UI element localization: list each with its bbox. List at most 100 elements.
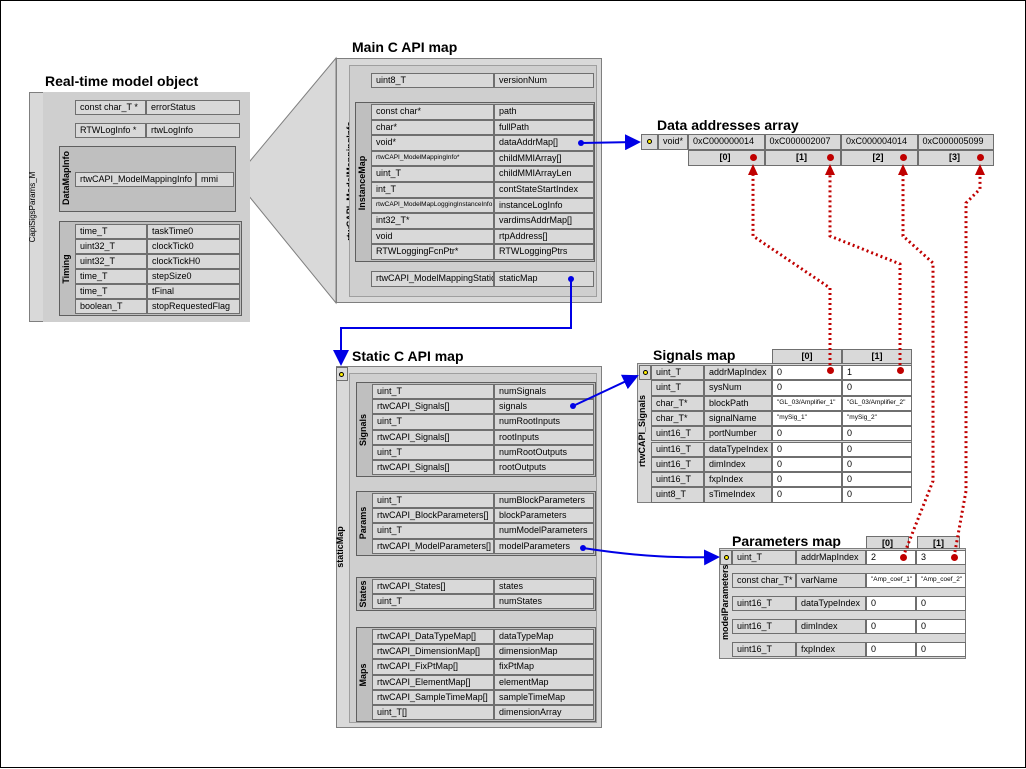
data-addr-value: 0xC000004014 <box>841 134 918 150</box>
static-field-name: blockParameters <box>494 508 594 524</box>
mmi-field[interactable]: mmi <box>196 172 234 187</box>
data-addr-value: 0xC000000014 <box>688 134 765 150</box>
params-value-0: 2 <box>866 550 916 565</box>
static-field-name: numModelParameters <box>494 523 594 539</box>
timing-field-type: time_T <box>75 284 147 299</box>
static-field-name: elementMap <box>494 674 594 690</box>
signal-addr-dot-0 <box>827 367 834 374</box>
arrow-staticmap <box>333 276 574 366</box>
instance-field-type: rtwCAPI_ModelMappingInfo* <box>371 150 494 167</box>
params-field-name: addrMapIndex <box>796 550 866 565</box>
signals-marker <box>643 370 648 375</box>
data-addr-value: 0xC000005099 <box>917 134 994 150</box>
params-value-0: 0 <box>866 642 916 657</box>
timing-field-name: clockTick0 <box>147 239 240 254</box>
instance-field-type: int32_T* <box>371 213 494 229</box>
arrow-modelparameters <box>580 545 720 566</box>
static-field-name: numRootInputs <box>494 414 594 430</box>
timing-field-name: clockTickH0 <box>147 254 240 269</box>
timing-field-type: time_T <box>75 224 147 239</box>
params-value-1: "Amp_coef_2" <box>916 573 966 588</box>
static-field-type: rtwCAPI_ElementMap[] <box>372 674 494 690</box>
signals-field-name: blockPath <box>704 395 772 411</box>
signals-map-title: Signals map <box>653 347 736 363</box>
instance-field-name: childMMIArray[] <box>494 150 594 167</box>
version-name: versionNum <box>494 73 594 88</box>
rtm-field-name: rtwLogInfo <box>146 123 240 138</box>
static-field-name: fixPtMap <box>494 659 594 675</box>
data-addr-index-cell <box>841 150 918 166</box>
data-addr-index-cell <box>917 150 994 166</box>
signals-value-1: 0 <box>842 472 912 488</box>
addr-dot-3 <box>977 154 984 161</box>
signals-value-0: "GL_03/Amplifier_1" <box>772 395 842 411</box>
addr-dot-1 <box>827 154 834 161</box>
static-field-name[interactable]: signals <box>494 399 594 415</box>
signals-value-1: 0 <box>842 487 912 503</box>
static-field-type: rtwCAPI_Signals[] <box>372 399 494 415</box>
signals-value-1: 0 <box>842 380 912 396</box>
signals-value-0: 0 <box>772 472 842 488</box>
rtm-field-type: const char_T * <box>75 100 146 115</box>
static-field-name: dimensionMap <box>494 644 594 660</box>
params-value-0: 0 <box>866 619 916 634</box>
link-param-1 <box>952 171 982 558</box>
params-value-1: 0 <box>916 642 966 657</box>
data-addr-index: [3] <box>949 152 960 162</box>
signals-value-0: "mySig_1" <box>772 410 842 427</box>
signals-value-1: 1 <box>842 365 912 381</box>
instance-field-name: rtpAddress[] <box>494 228 594 245</box>
signals-field-type: uint_T <box>651 365 704 381</box>
static-field-type: uint_T <box>372 384 494 400</box>
signals-field-name: fxpIndex <box>704 472 772 488</box>
instance-field-type: const char* <box>371 104 494 120</box>
signals-value-1: 0 <box>842 426 912 442</box>
signals-field-name: sTimeIndex <box>704 487 772 503</box>
signals-field-type: uint8_T <box>651 487 704 503</box>
params-field-type: uint16_T <box>732 596 796 611</box>
data-addr-marker <box>647 139 652 144</box>
link-signal-1 <box>828 171 902 370</box>
static-field-type: rtwCAPI_DimensionMap[] <box>372 644 494 660</box>
instance-field-name: childMMIArrayLen <box>494 166 594 182</box>
instance-field-name: RTWLoggingPtrs <box>494 244 594 260</box>
static-field-type: rtwCAPI_SampleTimeMap[] <box>372 689 494 705</box>
signals-field-name: dataTypeIndex <box>704 441 772 457</box>
static-field-name[interactable]: modelParameters <box>494 538 594 554</box>
signals-value-1: 0 <box>842 456 912 473</box>
instance-field-type: void* <box>371 135 494 151</box>
staticmap-type: rtwCAPI_ModelMappingStaticInf <box>371 271 494 287</box>
static-field-type: rtwCAPI_BlockParameters[] <box>372 508 494 524</box>
signals-value-0: 0 <box>772 487 842 503</box>
static-marker <box>339 372 344 377</box>
signals-field-name: dimIndex <box>704 456 772 473</box>
signals-value-0: 0 <box>772 426 842 442</box>
static-field-type: uint_T <box>372 594 494 610</box>
static-field-type: rtwCAPI_States[] <box>372 579 494 595</box>
signals-value-1: "mySig_2" <box>842 410 912 427</box>
signals-field-type: uint16_T <box>651 472 704 488</box>
signals-field-name: signalName <box>704 410 772 427</box>
staticmap-field[interactable]: staticMap <box>494 271 594 287</box>
signals-value-1: 0 <box>842 441 912 457</box>
instance-field-type: void <box>371 228 494 245</box>
params-value-1: 3 <box>916 550 966 565</box>
static-field-name: sampleTimeMap <box>494 689 594 705</box>
timing-field-type: boolean_T <box>75 299 147 314</box>
params-field-type: uint_T <box>732 550 796 565</box>
signals-value-0: 0 <box>772 441 842 457</box>
instance-field-name: contStateStartIndex <box>494 182 594 198</box>
data-addr-index-cell <box>764 150 841 166</box>
instance-field-type: char* <box>371 119 494 136</box>
static-field-name: rootInputs <box>494 429 594 445</box>
signals-field-type: uint16_T <box>651 426 704 442</box>
params-value-1: 0 <box>916 619 966 634</box>
timing-field-name: stepSize0 <box>147 269 240 284</box>
signals-field-type: char_T* <box>651 410 704 427</box>
signals-field-type: uint_T <box>651 380 704 396</box>
static-field-name: numSignals <box>494 384 594 400</box>
arrow-dataaddrmap <box>578 134 641 151</box>
static-field-type: uint_T[] <box>372 705 494 721</box>
params-field-type: uint16_T <box>732 642 796 657</box>
data-addr-index: [2] <box>872 152 884 162</box>
